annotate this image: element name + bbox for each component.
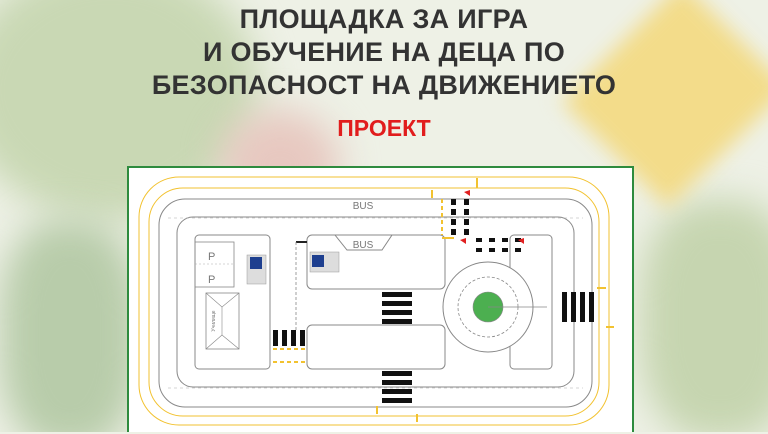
school-building — [205, 292, 240, 350]
pedestrian-sign-icon-2 — [312, 255, 324, 267]
roof-line — [205, 334, 223, 350]
pedestrian-sign-icon — [250, 257, 262, 269]
inner-bike-lane — [148, 187, 600, 417]
crosswalk-bottom — [382, 371, 412, 403]
crosswalk-right — [562, 292, 594, 322]
plan-drawing: BUS BUS P P Училище — [138, 176, 614, 426]
page-title: ПЛОЩАДКА ЗА ИГРА И ОБУЧЕНИЕ НА ДЕЦА ПО Б… — [0, 3, 768, 102]
playground-plan: BUS BUS P P Училище — [127, 166, 634, 432]
bus-label-bay: BUS — [353, 240, 374, 251]
title-line-1: ПЛОЩАДКА ЗА ИГРА — [239, 4, 529, 34]
roof-line — [221, 334, 240, 350]
yellow-markings — [273, 178, 614, 422]
parking-label-1: P — [208, 251, 215, 263]
bus-label-top: BUS — [353, 201, 374, 212]
crosswalk-left — [273, 330, 305, 346]
roof-line-top — [205, 292, 240, 308]
project-label: ПРОЕКТ — [337, 115, 431, 141]
parking-area — [194, 241, 235, 288]
left-block — [194, 234, 271, 370]
crosswalk-middle — [382, 292, 412, 324]
parking-label-2: P — [208, 274, 215, 286]
lower-block — [306, 324, 446, 370]
traffic-light-flags — [460, 190, 524, 244]
bus-stop-bay — [333, 234, 393, 251]
title-line-3: БЕЗОПАСНОСТ НА ДВИЖЕНИЕТО — [151, 70, 617, 100]
title-line-2: И ОБУЧЕНИЕ НА ДЕЦА ПО — [202, 37, 565, 67]
outer-bike-lane — [138, 176, 610, 426]
school-label: Училище — [211, 310, 217, 331]
